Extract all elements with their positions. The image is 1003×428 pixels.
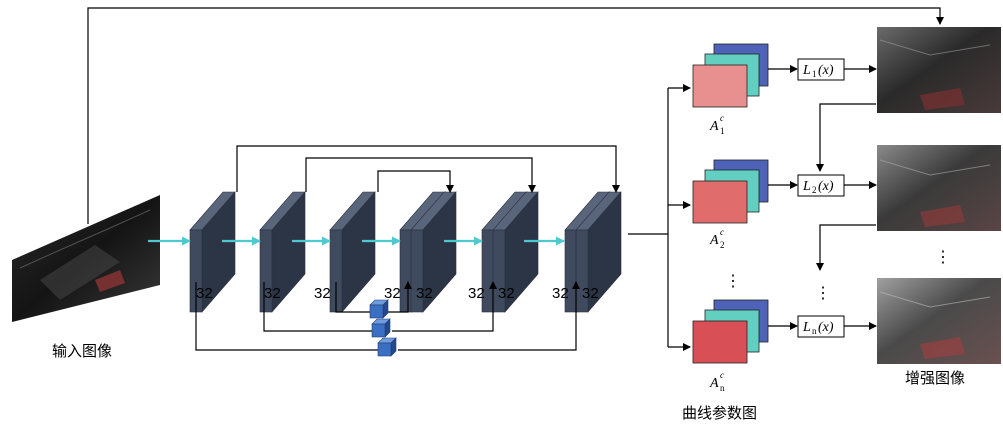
bottom-skip-line xyxy=(384,281,412,313)
skip-connection-1 xyxy=(236,145,620,193)
curve-map-symbol: Acn xyxy=(709,370,725,393)
skip-connection-3 xyxy=(377,170,454,193)
conv-block-3 xyxy=(329,191,376,313)
symbol-subscript: 2 xyxy=(720,240,725,250)
channel-label: 32 xyxy=(468,285,485,302)
enhanced-image-n xyxy=(877,278,1001,364)
symbol-superscript: c xyxy=(720,113,724,123)
function-subscript: 1 xyxy=(812,69,817,79)
enhanced-image-2 xyxy=(877,145,1001,231)
concat-cube xyxy=(369,299,389,319)
channel-label: 32 xyxy=(384,285,401,302)
symbol-subscript: n xyxy=(720,383,725,393)
concat-cube xyxy=(371,318,391,338)
input-image-label: 输入图像 xyxy=(52,342,112,360)
symbol-subscript: 1 xyxy=(720,126,725,136)
function-subscript: n xyxy=(812,326,817,336)
channel-label: 32 xyxy=(552,285,569,302)
bottom-skip-line xyxy=(195,282,378,351)
curve-map-1 xyxy=(692,43,769,108)
channel-label: 32 xyxy=(314,285,331,302)
feedback-arrow-2 xyxy=(816,224,876,271)
enhanced-image-label: 增强图像 xyxy=(905,369,965,387)
images-ellipsis: ⋮ xyxy=(935,249,951,266)
maps-ellipsis: ⋮ xyxy=(725,273,741,290)
function-name: L xyxy=(802,63,811,78)
top-skip-connections xyxy=(236,145,620,193)
function-subscript: 2 xyxy=(812,185,817,195)
concat-cube xyxy=(377,337,397,357)
function-argument: (x) xyxy=(818,179,834,194)
global-skip-connection xyxy=(87,7,944,224)
conv-block-6b xyxy=(575,191,622,313)
curve-map-symbol: Ac 2 xyxy=(709,227,725,250)
curve-map-symbol: Ac 1 xyxy=(709,113,725,136)
channel-labels: 32 32 32 32 32 32 32 32 32 xyxy=(196,285,599,302)
symbol-base: A xyxy=(709,119,719,134)
channel-label: 32 xyxy=(264,285,281,302)
channel-label: 32 xyxy=(582,285,599,302)
skip-connection-2 xyxy=(305,157,536,193)
curve-map-2 xyxy=(692,159,769,224)
bottom-skip-line xyxy=(263,282,372,332)
symbol-superscript: c xyxy=(720,370,724,380)
enhanced-image-1 xyxy=(877,27,1001,113)
curve-map-n xyxy=(692,299,769,364)
input-image xyxy=(12,195,160,322)
function-argument: (x) xyxy=(818,320,834,335)
bottom-skip-line xyxy=(392,281,497,332)
conv-block-4b xyxy=(410,191,457,313)
feedback-arrow-1 xyxy=(816,103,876,172)
bottom-skip-line xyxy=(398,281,580,351)
bottom-skip-connections xyxy=(195,281,580,351)
lbox-arrows xyxy=(768,65,877,330)
channel-label: 32 xyxy=(498,285,515,302)
conv-block-2 xyxy=(259,191,306,313)
lbox-ellipsis: ⋮ xyxy=(815,285,831,302)
function-name: L xyxy=(802,179,811,194)
conv-blocks xyxy=(189,191,622,313)
function-argument: (x) xyxy=(818,63,834,78)
conv-block-5b xyxy=(492,191,539,313)
function-name: L xyxy=(802,320,811,335)
conv-block-1 xyxy=(189,191,236,313)
symbol-base: A xyxy=(709,233,719,248)
curve-maps-label: 曲线参数图 xyxy=(682,404,757,422)
channel-label: 32 xyxy=(196,285,213,302)
branch-lines xyxy=(628,84,691,351)
symbol-base: A xyxy=(709,376,719,391)
bottom-skip-line xyxy=(335,282,370,313)
symbol-superscript: c xyxy=(720,227,724,237)
concat-cubes xyxy=(369,299,397,357)
channel-label: 32 xyxy=(416,285,433,302)
